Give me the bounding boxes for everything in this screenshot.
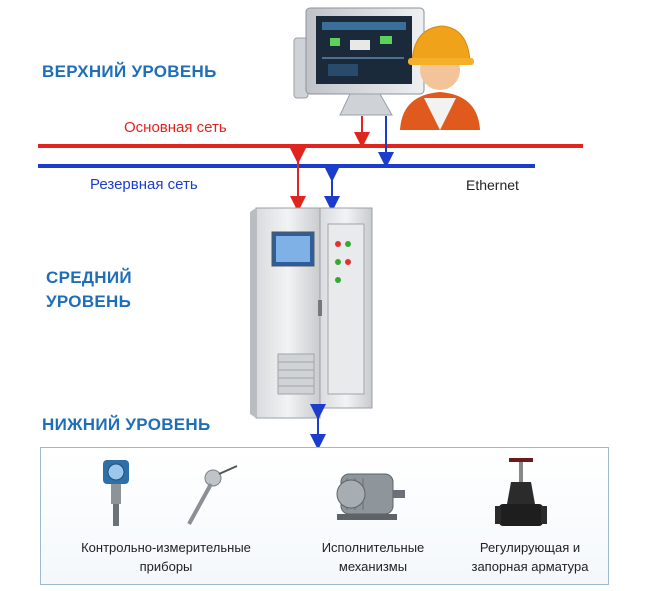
pressure-transmitter-icon [103,460,129,526]
control-cabinet-icon [250,207,373,419]
electric-motor-icon [336,473,405,520]
main-network-label: Основная сеть [124,119,227,136]
valves-caption-line2: запорная арматура [471,559,589,574]
gate-valve-icon [495,458,547,526]
reserve-network-label: Резервная сеть [90,176,198,193]
valves-caption-line1: Регулирующая и [479,540,581,555]
thermocouple-icon [187,465,238,525]
lower-level-title: НИЖНИЙ УРОВЕНЬ [42,415,211,434]
instruments-caption: Контрольно-измерительные приборы [61,538,271,576]
instruments-caption-line1: Контрольно-измерительные [81,540,251,555]
field-devices-panel: Контрольно-измерительные приборы Исполни… [40,447,609,585]
ethernet-label: Ethernet [466,177,519,193]
field-devices-icons [103,458,547,526]
middle-level-title-line1: СРЕДНИЙ [46,268,132,287]
actuators-caption-line1: Исполнительные [321,540,425,555]
actuators-caption: Исполнительные механизмы [303,538,443,576]
instruments-caption-line2: приборы [139,559,193,574]
operator-workstation-icon [293,7,425,116]
valves-caption: Регулирующая и запорная арматура [455,538,605,576]
middle-level-title-line2: УРОВЕНЬ [46,292,132,311]
actuators-caption-line2: механизмы [338,559,408,574]
upper-level-title: ВЕРХНИЙ УРОВЕНЬ [42,62,217,81]
operator-engineer-icon [400,25,480,130]
